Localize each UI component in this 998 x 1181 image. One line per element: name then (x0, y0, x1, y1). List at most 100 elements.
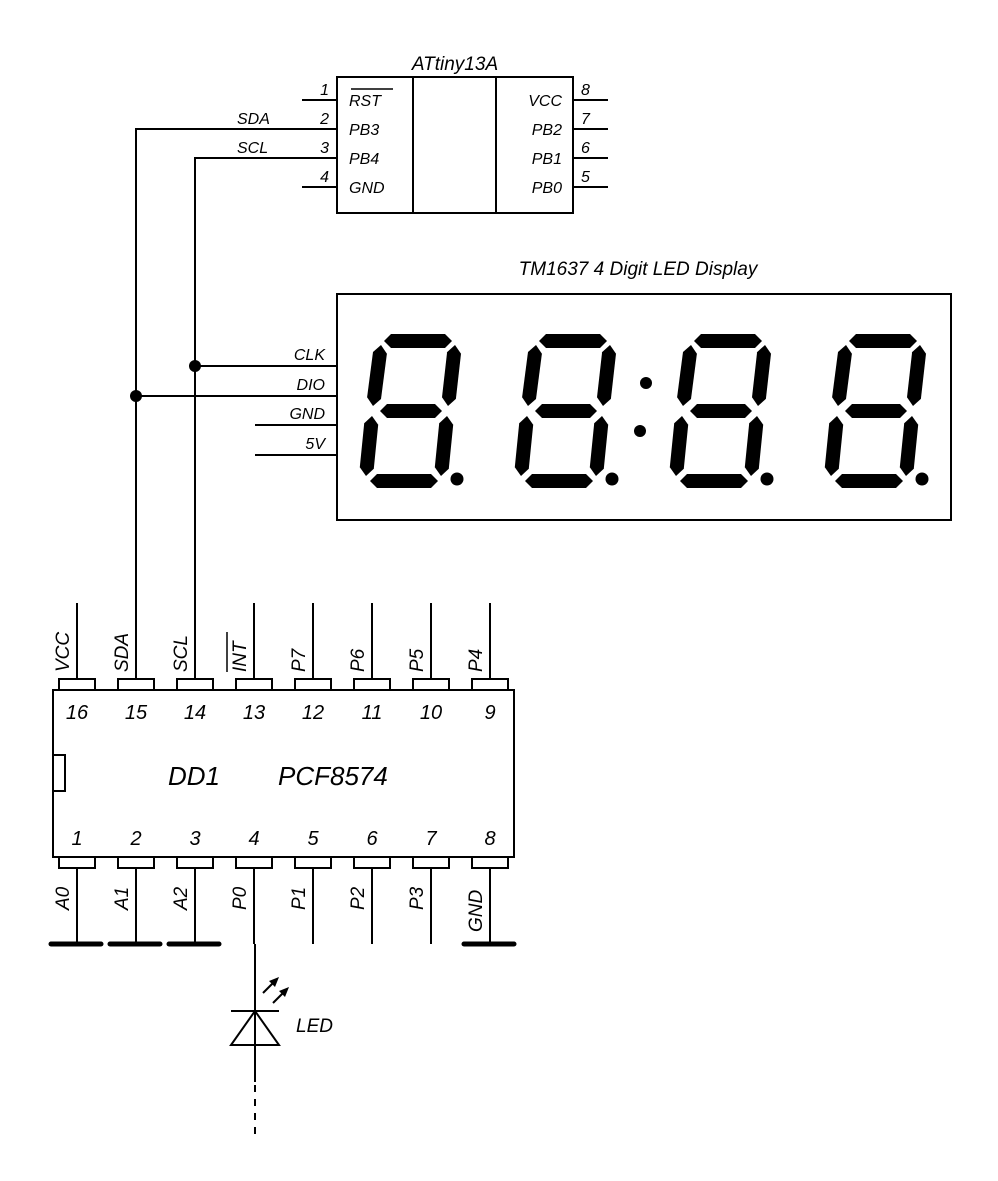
segment-b (597, 345, 616, 406)
pin-pad (294, 678, 332, 691)
pin-number: 2 (129, 828, 141, 850)
mcu-pin-6-name: PB1 (532, 151, 562, 168)
pin-name: P7 (289, 647, 310, 672)
pin-name: P4 (466, 649, 487, 672)
mcu-pin-5-name: PB0 (532, 180, 562, 197)
segment-a (694, 334, 762, 348)
segment-a (384, 334, 452, 348)
segment-f (367, 345, 387, 406)
pin-name: INT (230, 640, 251, 672)
pin-number: 15 (125, 702, 148, 724)
pin-name: P0 (230, 886, 251, 910)
segment-d (525, 474, 593, 488)
pin-name: VCC (53, 632, 74, 672)
mcu-pin-3-name: PB4 (349, 151, 379, 168)
segment-b (907, 345, 926, 406)
pin-name: P6 (348, 648, 369, 672)
segment-a (539, 334, 607, 348)
mcu-pin-4-number: 4 (320, 169, 329, 186)
mcu-pin-5-number: 5 (581, 169, 590, 186)
pin-pad (58, 678, 96, 691)
expander-pin-11: 11 P6 (348, 603, 391, 724)
expander-notch (52, 754, 66, 792)
colon-dot-lower (634, 425, 646, 437)
scl-wire (194, 157, 337, 676)
junction-clk (189, 360, 201, 372)
expander-pin-7: 7P3 (407, 828, 450, 944)
segment-b (752, 345, 771, 406)
expander-pin-9: 9 P4 (466, 603, 509, 724)
pin-pad (176, 856, 214, 869)
mcu-pin-7-name: PB2 (532, 122, 562, 139)
display-pin-gnd-label: GND (289, 406, 325, 423)
segment-a (849, 334, 917, 348)
mcu-pin-8-number: 8 (581, 82, 590, 99)
pin-number: 10 (420, 702, 442, 724)
segment-d (680, 474, 748, 488)
pin-number: 9 (484, 702, 495, 724)
sda-wire (135, 128, 337, 676)
pin-pad (176, 678, 214, 691)
pin-number: 7 (425, 828, 437, 850)
pin-name: P2 (348, 886, 369, 910)
digit-4 (824, 334, 929, 488)
mcu-pin-1-number: 1 (320, 82, 329, 99)
segment-c (434, 416, 454, 476)
expander-pin-12: 12 P7 (289, 603, 332, 724)
digit-3 (669, 334, 774, 488)
pin-name: GND (466, 890, 487, 933)
pin-number: 4 (248, 828, 259, 850)
pin-number: 5 (307, 828, 319, 850)
pin-pad (412, 856, 450, 869)
display-pin-dio-label: DIO (297, 377, 325, 394)
display-body (336, 293, 952, 521)
seven-segment-digits (359, 334, 929, 488)
mcu-body (336, 76, 574, 214)
segment-g (690, 404, 752, 418)
display-title: TM1637 4 Digit LED Display (519, 259, 759, 280)
digit-2 (514, 334, 619, 488)
expander-pin-5: 5P1 (289, 828, 332, 944)
pin-pad (117, 678, 155, 691)
net-label-scl: SCL (237, 140, 268, 157)
segment-e (669, 416, 689, 476)
segment-b (442, 345, 461, 406)
led-component: LED (229, 944, 333, 1135)
segment-d (370, 474, 438, 488)
decimal-point (450, 472, 464, 486)
pin-pad (117, 856, 155, 869)
pin-pad (471, 678, 509, 691)
colon-dot-upper (640, 377, 652, 389)
expander-pin-2: 2A1 (107, 828, 163, 947)
pin-number: 12 (302, 702, 324, 724)
pin-number: 3 (189, 828, 200, 850)
mcu-attiny13a: ATtiny13A 1 2 3 4 RST PB3 PB4 GND SDA SC… (237, 54, 608, 214)
led-label: LED (296, 1016, 333, 1037)
pin-name: A2 (171, 886, 192, 911)
mcu-pin-8-name: VCC (528, 93, 562, 110)
segment-f (677, 345, 697, 406)
expander-pin-4: 4P0 (230, 828, 273, 944)
mcu-pin-7-number: 7 (581, 111, 591, 128)
segment-g (845, 404, 907, 418)
pin-number: 11 (362, 702, 383, 724)
pin-pad (471, 856, 509, 869)
tm1637-display: TM1637 4 Digit LED Display CLK DIO GND 5… (255, 259, 952, 521)
pin-pad (294, 856, 332, 869)
pin-name: P5 (407, 648, 428, 672)
mcu-pin-6-number: 6 (581, 140, 590, 157)
pin-name: A1 (112, 887, 133, 911)
expander-ref: DD1 (168, 761, 220, 791)
segment-g (380, 404, 442, 418)
mcu-pin-4-name: GND (349, 180, 385, 197)
segment-d (835, 474, 903, 488)
segment-e (824, 416, 844, 476)
digit-1 (359, 334, 464, 488)
junction-dio (130, 390, 142, 402)
segment-c (899, 416, 919, 476)
decimal-point (605, 472, 619, 486)
segment-e (359, 416, 379, 476)
